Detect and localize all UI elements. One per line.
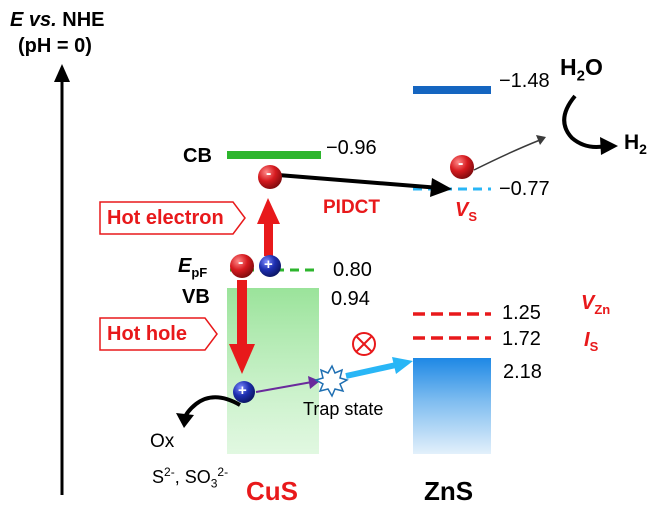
hot-hole-label: Hot hole (107, 323, 187, 345)
axis-subtitle: (pH = 0) (18, 35, 92, 57)
hot-hole-callout-shape (99, 317, 218, 351)
zns-cb-value: −1.48 (499, 70, 550, 92)
hole-sign: + (238, 382, 247, 399)
zns-material-label: ZnS (424, 476, 474, 506)
electron-epf (230, 254, 254, 278)
cb-label: CB (183, 145, 212, 167)
cus-cb-line (227, 151, 321, 159)
pidct-arrow-line (277, 173, 441, 190)
hot-electron-callout-shape (99, 201, 246, 235)
vs-label: VS (455, 199, 478, 224)
pidct-label: PIDCT (323, 197, 380, 218)
h2o-label: H2O (560, 54, 603, 85)
hole-epf (259, 255, 281, 277)
hole-vb (233, 381, 255, 403)
electron-sign: - (458, 155, 464, 172)
hot-electron-arrow-shaft (264, 222, 273, 256)
pidct-arrowhead (430, 178, 452, 197)
cus-epf-value: 0.80 (333, 259, 372, 281)
zns-vzn-value: 1.25 (502, 302, 541, 324)
cus-vb-value: 0.94 (331, 288, 370, 310)
thin-arrowhead (536, 135, 546, 145)
ox-label: Ox (150, 431, 175, 452)
ox-arrowhead (176, 413, 194, 428)
hole-trap-arrowhead (308, 376, 320, 389)
zns-valence-band-block (413, 358, 491, 454)
vb-label: VB (182, 286, 210, 308)
zns-vs-value: −0.77 (499, 178, 550, 200)
hole-trap-arrow-line (255, 381, 313, 393)
electron-sign: - (266, 165, 272, 182)
hot-hole-arrowhead (229, 344, 255, 374)
axis-title-vs: vs. (23, 9, 57, 31)
hot-hole-arrow-shaft (237, 280, 247, 346)
trap-zns-arrow-line (345, 362, 397, 379)
h2o-h2-curve (562, 94, 607, 149)
electron-cb-cus (258, 165, 282, 189)
h2-label: H2 (624, 131, 647, 158)
hot-electron-arrowhead (257, 198, 280, 224)
zns-cb-line (413, 86, 491, 94)
axis-title: E vs. NHE (10, 10, 105, 30)
h2o-h2-arrowhead (600, 137, 618, 155)
epf-label: EpF (178, 255, 208, 280)
thin-arrow-line (473, 139, 541, 171)
hole-sign: + (264, 256, 273, 273)
trap-zns-arrowhead (392, 357, 413, 374)
hot-electron-label: Hot electron (107, 207, 224, 229)
is-label: IS (584, 329, 599, 354)
cus-material-label: CuS (246, 476, 298, 506)
trap-state-label: Trap state (303, 399, 384, 419)
sacrificial-agents-label: S2-, SO32- (152, 465, 229, 491)
axis-title-nhe: NHE (56, 9, 105, 31)
blocked-transfer-icon (352, 332, 376, 356)
zns-vb-value: 2.18 (503, 361, 542, 383)
vzn-label: VZn (581, 292, 611, 317)
axis-arrowhead (54, 64, 70, 82)
zns-is-value: 1.72 (502, 328, 541, 350)
trap-state-star-icon (314, 364, 349, 398)
electron-vs (450, 155, 474, 179)
electron-sign: - (238, 254, 244, 271)
axis-title-e: E (10, 9, 24, 31)
cus-cb-value: −0.96 (326, 137, 377, 159)
